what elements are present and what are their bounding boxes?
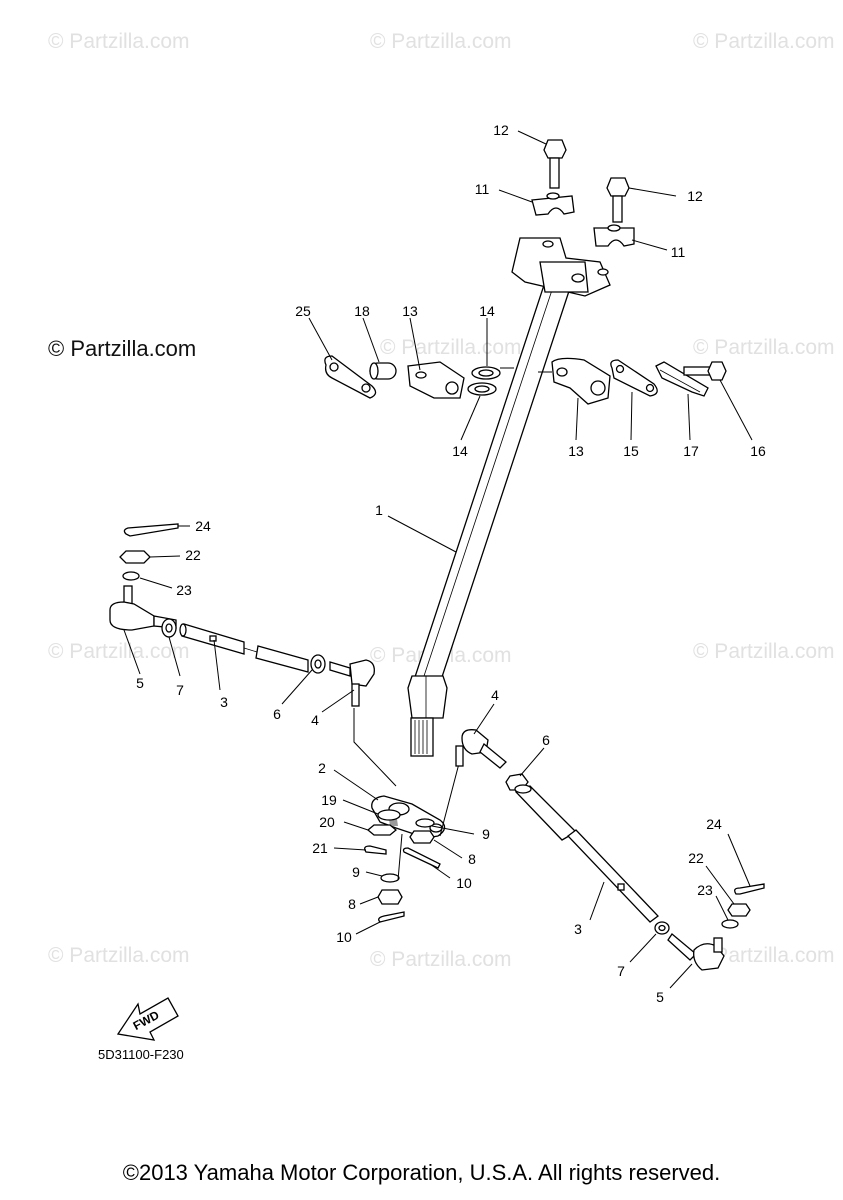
callout: 12 <box>687 188 703 204</box>
callout: 2 <box>318 760 326 776</box>
callout: 10 <box>336 929 352 945</box>
callout: 20 <box>319 814 335 830</box>
callout: 25 <box>295 303 311 319</box>
bolt-right <box>606 177 630 223</box>
nut-22-left <box>119 550 151 564</box>
callout: 24 <box>706 816 722 832</box>
watermark: © Partzilla.com <box>48 944 190 967</box>
watermark: © Partzilla.com <box>370 30 512 53</box>
callout: 22 <box>185 547 201 563</box>
nut-6-left <box>310 654 326 674</box>
collar-18 <box>369 362 397 380</box>
callout: 7 <box>176 682 184 698</box>
washer-14-bottom <box>467 382 497 396</box>
washer-14-top <box>471 366 501 380</box>
callout: 15 <box>623 443 639 459</box>
left-leaders <box>123 525 397 787</box>
copyright-notice: ©2013 Yamaha Motor Corporation, U.S.A. A… <box>122 1160 721 1185</box>
watermark: © Partzilla.com <box>693 640 835 663</box>
callout: 7 <box>617 963 625 979</box>
callout: 21 <box>312 840 328 856</box>
callout: 9 <box>352 864 360 880</box>
callout: 6 <box>542 732 550 748</box>
callout: 14 <box>479 303 495 319</box>
watermark: © Partzilla.com <box>693 336 835 359</box>
handlebar-holder-left <box>531 192 575 216</box>
callout: 3 <box>220 694 228 710</box>
callout: 10 <box>456 875 472 891</box>
callout: 1 <box>375 502 383 518</box>
callout: 18 <box>354 303 370 319</box>
callout: 12 <box>493 122 509 138</box>
tie-rod-end-5-right <box>667 933 725 971</box>
watermark-main: © Partzilla.com <box>48 336 197 361</box>
lower-right-hardware <box>402 818 441 869</box>
callout: 14 <box>452 443 468 459</box>
callout: 23 <box>176 582 192 598</box>
washer-23-left <box>122 571 140 581</box>
tie-rod-end-4-right <box>455 729 507 769</box>
callout: 24 <box>195 518 211 534</box>
callout: 23 <box>697 882 713 898</box>
leader-lines <box>308 130 753 553</box>
diagram-code: 5D31100-F230 <box>98 1047 184 1062</box>
nut-7-right <box>654 921 670 935</box>
holder-13-left <box>407 361 465 399</box>
bracket-17 <box>655 361 709 397</box>
callout: 11 <box>474 181 490 197</box>
callout: 3 <box>574 921 582 937</box>
handlebar-holder-right <box>593 224 635 247</box>
watermark: © Partzilla.com <box>48 30 190 53</box>
watermark: © Partzilla.com <box>693 944 835 967</box>
callout: 22 <box>688 850 704 866</box>
callout: 11 <box>670 244 686 260</box>
callout: 9 <box>482 826 490 842</box>
callout: 8 <box>348 896 356 912</box>
callout: 8 <box>468 851 476 867</box>
callout: 13 <box>402 303 418 319</box>
tie-rod-3-left <box>179 623 309 673</box>
steering-shaft <box>407 284 572 757</box>
lower-leaders <box>333 751 475 935</box>
callout: 17 <box>683 443 699 459</box>
nut-7-left <box>161 618 177 638</box>
callout: 19 <box>321 792 337 808</box>
column-bracket <box>511 237 611 297</box>
callout: 5 <box>136 675 144 691</box>
watermark: © Partzilla.com <box>693 30 835 53</box>
callout: 4 <box>311 712 319 728</box>
right-leaders <box>473 703 751 989</box>
plate-25 <box>324 355 377 399</box>
callout: 4 <box>491 687 499 703</box>
plate-15 <box>610 359 658 397</box>
bolt-left <box>543 139 567 189</box>
bolt-16 <box>683 361 727 381</box>
callout: 13 <box>568 443 584 459</box>
lower-left-hardware <box>364 809 405 923</box>
watermark: © Partzilla.com <box>370 948 512 971</box>
watermark: © Partzilla.com <box>380 336 522 359</box>
holder-13-right <box>551 357 611 405</box>
tie-rod-3-right <box>514 784 659 923</box>
cotter-pin-24-left <box>123 523 179 537</box>
right-top-hardware <box>721 883 765 929</box>
callout: 16 <box>750 443 766 459</box>
callout: 6 <box>273 706 281 722</box>
callout: 5 <box>656 989 664 1005</box>
tie-rod-end-4-left <box>329 659 375 707</box>
watermark: © Partzilla.com <box>48 640 190 663</box>
fwd-arrow-icon: FWD <box>116 997 179 1041</box>
